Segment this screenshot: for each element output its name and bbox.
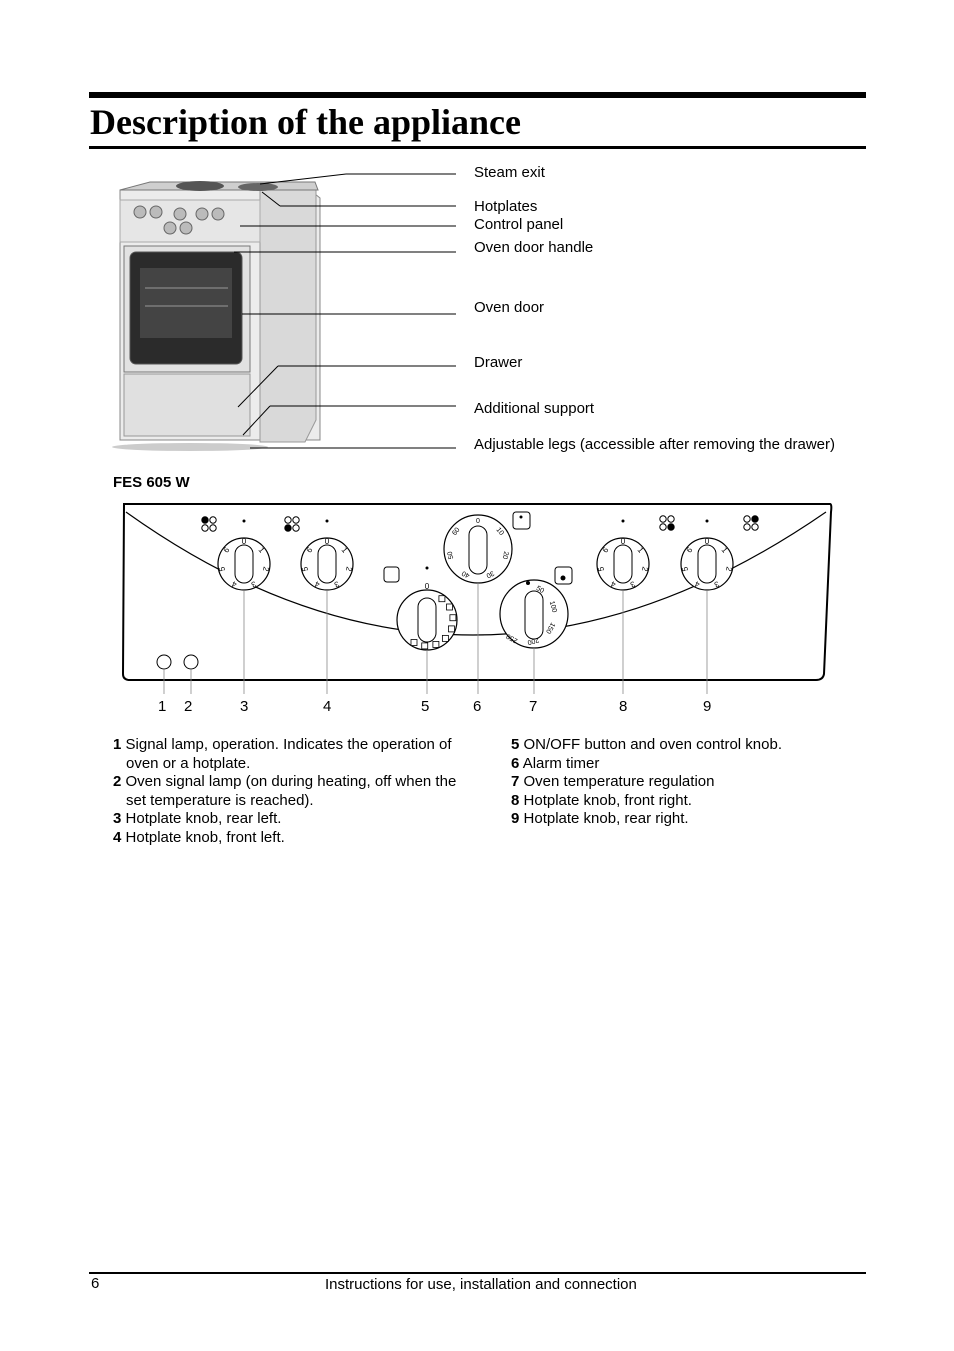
callout-adjustable-legs: Adjustable legs (accessible after removi…: [474, 436, 835, 454]
hotplate-position-icon: [668, 524, 674, 530]
legend-item: 8 Hotplate knob, front right.: [511, 792, 841, 811]
knob-index-dot: [243, 520, 246, 523]
callout-oven-door: Oven door: [474, 299, 544, 317]
timer-icon: [520, 516, 523, 519]
panel-number-label: 6: [473, 698, 481, 716]
panel-number-label: 4: [323, 698, 331, 716]
knob-grip: [614, 545, 632, 583]
hotplate-position-icon: [202, 517, 208, 523]
knob-grip: [525, 591, 543, 639]
cooker-photo: [112, 181, 320, 451]
knob-index-dot: [326, 520, 329, 523]
oven-mode-icon: [433, 641, 439, 647]
title-underline: [89, 146, 866, 149]
hotplate-position-icon: [660, 524, 666, 530]
legend-item: 1 Signal lamp, operation. Indicates the …: [113, 736, 473, 773]
panel-number-label: 3: [240, 698, 248, 716]
oven-mode-icon: [384, 567, 399, 582]
hotplate-position-icon: [210, 525, 216, 531]
hotplate-scale-label: 0: [242, 537, 247, 546]
hotplate-position-icon: [293, 517, 299, 523]
hotplate-position-icon: [660, 516, 666, 522]
page-title: Description of the appliance: [90, 100, 521, 144]
panel-number-label: 7: [529, 698, 537, 716]
panel-number-label: 2: [184, 698, 192, 716]
hotplate-position-icon: [210, 517, 216, 523]
timer-icon: [513, 512, 530, 529]
oven-mode-icon: [447, 604, 453, 610]
panel-number-label: 5: [421, 698, 429, 716]
oven-mode-icon: [422, 643, 428, 649]
callout-hotplates: Hotplates: [474, 198, 537, 216]
oven-mode-icon: [448, 626, 454, 632]
legend-item: 9 Hotplate knob, rear right.: [511, 810, 841, 829]
panel-number-label: 1: [158, 698, 166, 716]
oven-mode-icon: [439, 596, 445, 602]
knob-index-dot: [526, 581, 530, 585]
legend-item: 7 Oven temperature regulation: [511, 773, 841, 792]
thermometer-icon: [561, 576, 566, 581]
hotplate-scale-label: 0: [325, 537, 330, 546]
hotplate-position-icon: [752, 516, 758, 522]
hotplate-position-icon: [744, 516, 750, 522]
control-panel-diagram: 0123456012345601234560123456001020304050…: [110, 498, 840, 698]
oven-mode-icon: [450, 615, 456, 621]
legend-item: 6 Alarm timer: [511, 755, 841, 774]
callout-drawer: Drawer: [474, 354, 522, 372]
hotplate-position-icon: [752, 524, 758, 530]
oven-mode-icon: [411, 640, 417, 646]
callout-control-panel: Control panel: [474, 216, 563, 234]
knob-grip: [235, 545, 253, 583]
hotplate-position-icon: [285, 517, 291, 523]
hotplate-position-icon: [202, 525, 208, 531]
hotplate-position-icon: [668, 516, 674, 522]
page-number: 6: [91, 1275, 99, 1292]
callout-steam-exit: Steam exit: [474, 164, 545, 182]
panel-number-label: 8: [619, 698, 627, 716]
legend-item: 3 Hotplate knob, rear left.: [113, 810, 473, 829]
callout-oven-door-handle: Oven door handle: [474, 239, 593, 257]
panel-number-label: 9: [703, 698, 711, 716]
legend-item: 4 Hotplate knob, front left.: [113, 829, 473, 848]
model-name: FES 605 W: [113, 474, 190, 491]
hotplate-scale-label: 0: [621, 537, 626, 546]
top-rule: [89, 92, 866, 98]
hotplate-scale-label: 0: [705, 537, 710, 546]
hotplate-position-icon: [285, 525, 291, 531]
knob-index-dot: [706, 520, 709, 523]
oven-knob-zero-label: 0: [425, 582, 430, 591]
knob-grip: [469, 526, 487, 574]
legend-right-column: 5 ON/OFF button and oven control knob. 6…: [511, 736, 841, 829]
signal-lamp-operation: [157, 655, 171, 669]
knob-index-dot: [426, 567, 429, 570]
footer-rule: [89, 1272, 866, 1274]
legend-item: 5 ON/OFF button and oven control knob.: [511, 736, 841, 755]
oven-signal-lamp: [184, 655, 198, 669]
callout-additional-support: Additional support: [474, 400, 594, 418]
hotplate-position-icon: [293, 525, 299, 531]
hotplate-position-icon: [744, 524, 750, 530]
footer-text: Instructions for use, installation and c…: [325, 1276, 637, 1293]
knob-index-dot: [622, 520, 625, 523]
knob-grip: [698, 545, 716, 583]
knob-grip: [418, 598, 436, 642]
knob-grip: [318, 545, 336, 583]
thermometer-icon: [555, 567, 572, 584]
legend-item: 2 Oven signal lamp (on during heating, o…: [113, 773, 473, 810]
oven-mode-icon: [442, 635, 448, 641]
timer-scale-label: 0: [476, 518, 480, 525]
legend-left-column: 1 Signal lamp, operation. Indicates the …: [113, 736, 473, 848]
